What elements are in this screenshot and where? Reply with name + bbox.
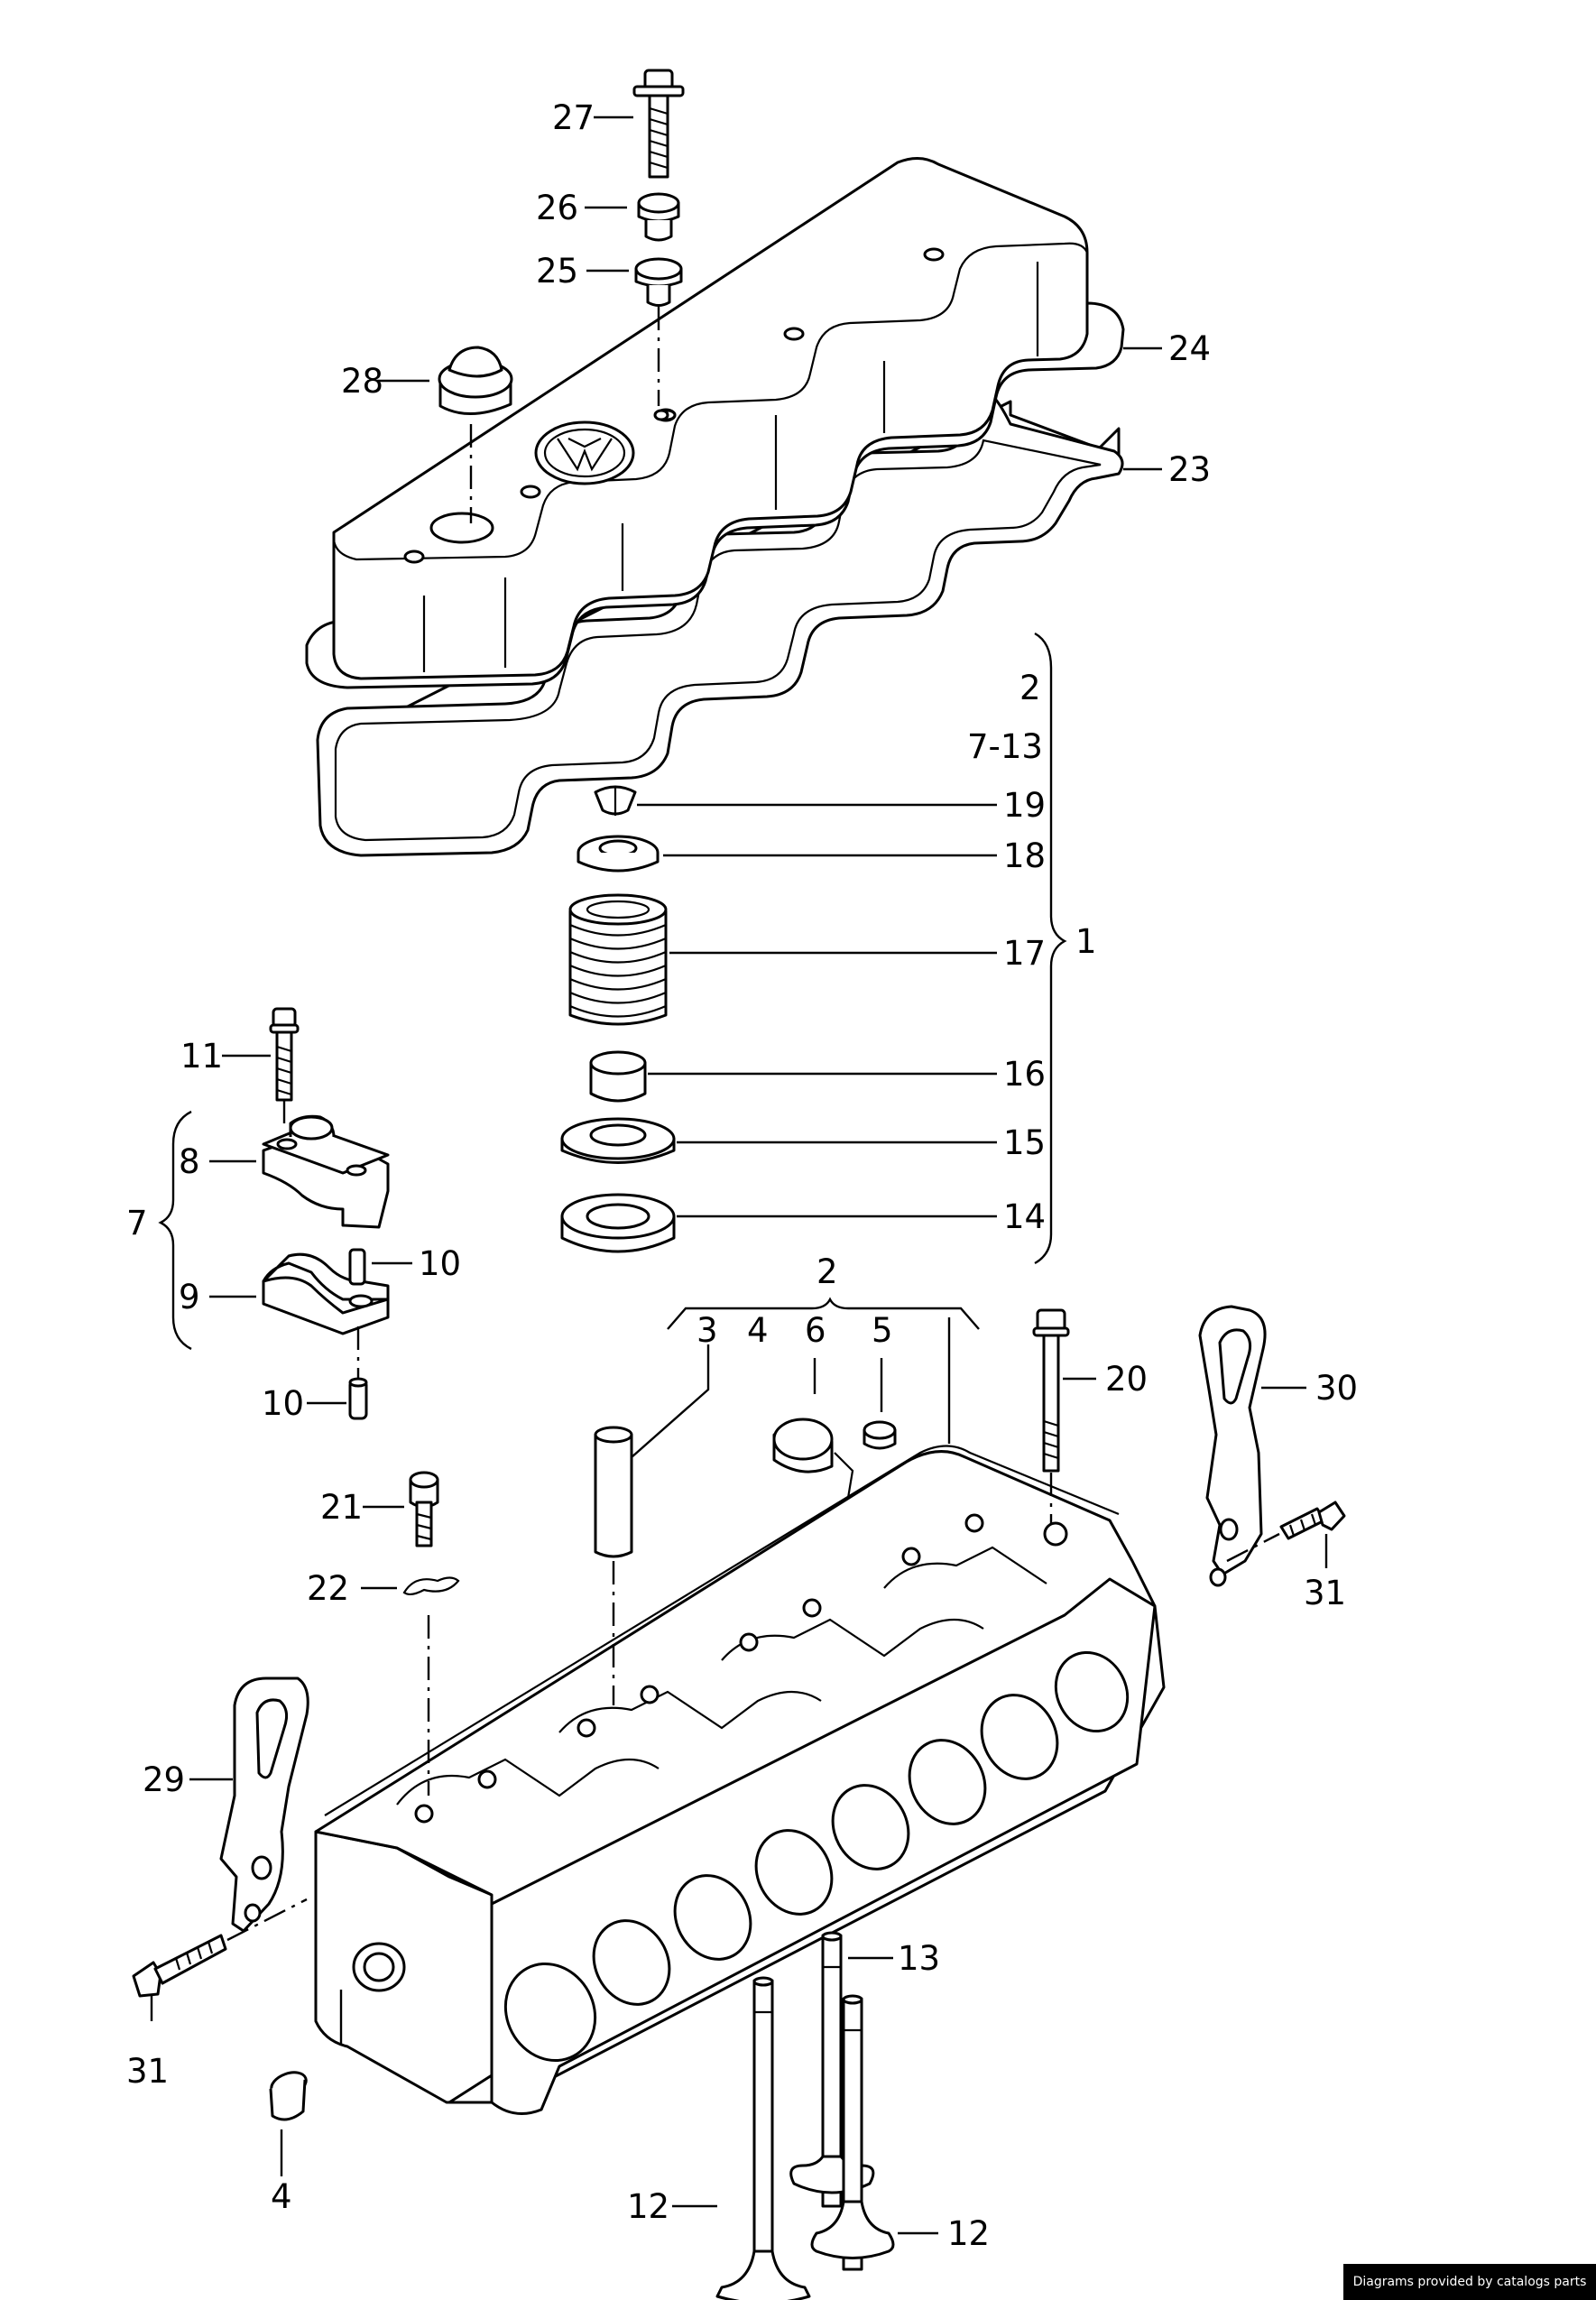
spacer-sleeve [634, 257, 683, 307]
callout-28: 28 [341, 362, 383, 401]
callout-30: 30 [1315, 1369, 1358, 1408]
cylinder-head [314, 1445, 1166, 2115]
bearing-cap-bolt [269, 1007, 300, 1102]
valve-cover [305, 157, 1125, 689]
credit-badge: Diagrams provided by catalogs parts [1343, 2264, 1596, 2300]
lifting-eye-bolt-front [132, 1898, 308, 1998]
callout-31-rear: 31 [1304, 1574, 1346, 1612]
dowel-pin-lower [348, 1377, 368, 1420]
bearing-cap-lower [262, 1252, 390, 1335]
callout-31-front: 31 [126, 2052, 169, 2091]
vw-logo-emblem [534, 420, 635, 485]
callout-8: 8 [179, 1142, 200, 1181]
exhaust-valve-2 [810, 1994, 895, 2271]
valve-stem-seal [589, 1050, 647, 1103]
lifting-eye-front [219, 1677, 309, 1933]
group-brace-7 [158, 1110, 192, 1351]
callout-2-top: 2 [1019, 669, 1041, 707]
callout-27: 27 [552, 98, 595, 137]
leader-lines [150, 115, 1328, 2235]
callout-5: 5 [872, 1311, 893, 1350]
bearing-cap-upper [262, 1114, 390, 1229]
callout-9: 9 [179, 1278, 200, 1316]
callout-1: 1 [1075, 922, 1097, 961]
callout-23: 23 [1168, 450, 1211, 489]
callout-12-left: 12 [627, 2187, 669, 2226]
callout-15: 15 [1003, 1123, 1046, 1162]
valve-cover-gasket [316, 390, 1124, 857]
callout-13: 13 [898, 1939, 940, 1978]
callout-10-lower: 10 [262, 1384, 304, 1423]
callout-20: 20 [1105, 1360, 1148, 1399]
callout-12-right: 12 [947, 2214, 990, 2253]
oil-filler-cap [438, 346, 513, 415]
callout-14: 14 [1003, 1197, 1046, 1236]
seal-ring [560, 1193, 676, 1253]
callout-7-13: 7-13 [967, 727, 1043, 766]
callout-2-mid: 2 [816, 1252, 838, 1291]
callout-25: 25 [536, 252, 578, 291]
callout-4-bottom: 4 [271, 2177, 292, 2216]
callout-19: 19 [1003, 786, 1046, 825]
sealing-compound [402, 1576, 460, 1796]
rubber-grommet [637, 192, 680, 242]
callout-29: 29 [143, 1760, 185, 1799]
sealing-plug [269, 2071, 308, 2121]
plug-bolt [409, 1471, 439, 1547]
dowel-pin-upper [348, 1248, 366, 1286]
callout-numbers: 27 26 25 28 24 23 2 7-13 19 18 17 1 16 1… [126, 98, 1358, 2253]
valve-spring [568, 893, 668, 1026]
valve-guide [594, 1426, 633, 1705]
callout-6: 6 [805, 1311, 826, 1350]
spring-seat [560, 1117, 676, 1164]
callout-10-upper: 10 [419, 1244, 461, 1283]
callout-26: 26 [536, 189, 578, 227]
callout-16: 16 [1003, 1055, 1046, 1094]
group-brace-2 [667, 1297, 980, 1330]
group-brace-1 [1034, 632, 1067, 1265]
callout-11: 11 [180, 1037, 223, 1076]
lifting-eye-bolt-rear [1226, 1501, 1346, 1563]
callout-4-top: 4 [747, 1311, 769, 1350]
exhaust-valve [715, 1976, 811, 2300]
callout-21: 21 [320, 1488, 363, 1527]
lifting-eye-rear [1198, 1305, 1267, 1587]
callout-17: 17 [1003, 934, 1046, 973]
callout-7: 7 [126, 1204, 148, 1242]
valve-cap [863, 1420, 897, 1450]
callout-18: 18 [1003, 836, 1046, 875]
mounting-bolt [632, 69, 685, 179]
cylinder-head-bolt [1032, 1308, 1070, 1525]
spring-retainer [577, 835, 660, 873]
hydraulic-tappet [772, 1418, 834, 1473]
callout-22: 22 [307, 1569, 349, 1608]
valve-cotter [594, 785, 637, 816]
callout-3: 3 [697, 1311, 718, 1350]
callout-24: 24 [1168, 329, 1211, 368]
